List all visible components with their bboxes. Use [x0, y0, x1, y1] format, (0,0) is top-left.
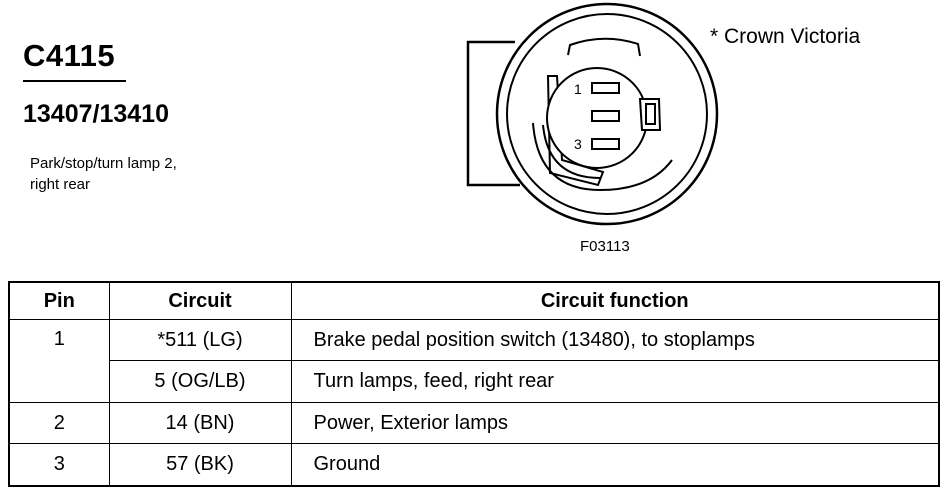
- table-row: 5 (OG/LB) Turn lamps, feed, right rear: [9, 360, 940, 403]
- header-circuit: Circuit: [108, 281, 292, 320]
- circuit-cell: 5 (OG/LB): [108, 360, 292, 403]
- connector-top-key: [567, 37, 641, 57]
- connector-face-diagram: 1 3: [466, 2, 719, 226]
- connector-mounting-tab: [466, 40, 520, 187]
- connector-latch-slot: [645, 103, 656, 125]
- pin-cell: 3: [8, 443, 110, 487]
- pin-slot-3: [591, 138, 620, 150]
- circuit-cell: 14 (BN): [108, 401, 292, 445]
- function-cell: Ground: [290, 443, 940, 487]
- description-line-2: right rear: [30, 176, 91, 193]
- figure-id: F03113: [580, 238, 630, 255]
- part-number: 13407/13410: [23, 100, 169, 128]
- pin-slot-2: [591, 110, 620, 122]
- table-row: 1 *511 (LG) Brake pedal position switch …: [8, 318, 940, 403]
- connector-key-shroud: [546, 75, 605, 187]
- header-pin: Pin: [8, 281, 110, 320]
- function-cell: Power, Exterior lamps: [290, 401, 940, 445]
- pin-cell: 1: [8, 319, 110, 403]
- circuit-cell: *511 (LG): [108, 318, 292, 362]
- pin-label-1: 1: [574, 81, 582, 97]
- circuit-table: Pin Circuit Circuit function 1 *511 (LG)…: [8, 281, 940, 487]
- footnote-crown-victoria: * Crown Victoria: [710, 25, 861, 48]
- pin-label-3: 3: [574, 136, 582, 152]
- function-cell: Turn lamps, feed, right rear: [290, 360, 940, 403]
- connector-inner-ring: [506, 13, 708, 215]
- connector-bottom-arc: [532, 122, 673, 192]
- table-row: 3 57 (BK) Ground: [8, 443, 940, 487]
- connector-id: C4115: [23, 38, 116, 73]
- connector-bottom-arc-inner: [542, 124, 601, 179]
- circuit-cell: 57 (BK): [108, 443, 292, 487]
- description-line-1: Park/stop/turn lamp 2,: [30, 155, 177, 172]
- function-cell: Brake pedal position switch (13480), to …: [290, 318, 940, 362]
- table-header-row: Pin Circuit Circuit function: [8, 281, 940, 320]
- pin-slot-1: [591, 82, 620, 94]
- connector-description: Park/stop/turn lamp 2, right rear: [30, 153, 250, 195]
- header-circuit-function: Circuit function: [290, 281, 940, 320]
- table-row: 2 14 (BN) Power, Exterior lamps: [8, 401, 940, 445]
- title-underline: [23, 80, 126, 82]
- pin-cell: 2: [8, 401, 110, 445]
